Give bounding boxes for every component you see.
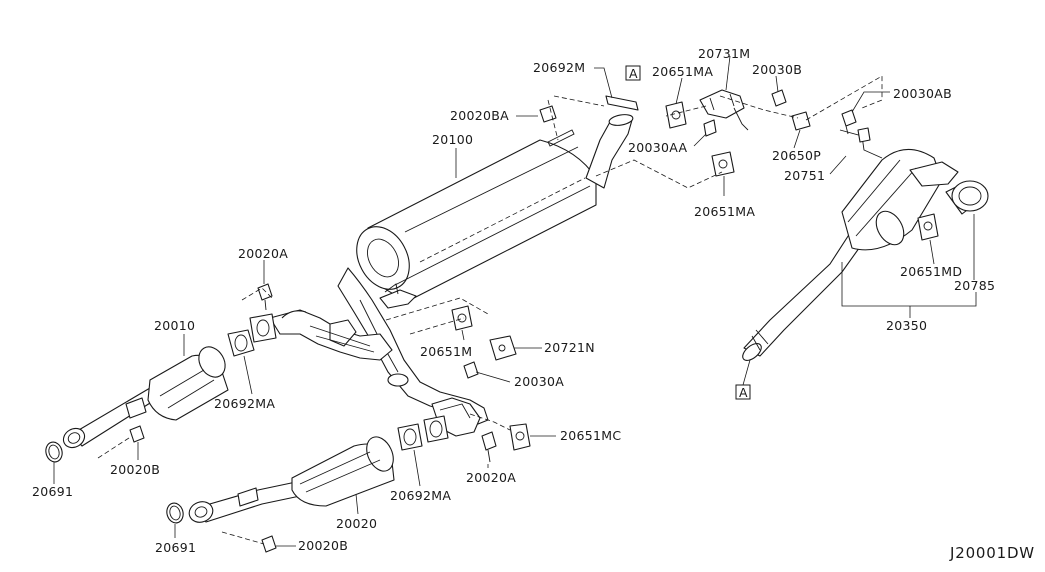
label-20100: 20100 xyxy=(432,132,473,147)
label-20692MA-bottom: 20692MA xyxy=(390,488,451,503)
seal-ring-20691-bottom xyxy=(166,502,184,524)
label-20651MA-top: 20651MA xyxy=(652,64,713,79)
label-20650P: 20650P xyxy=(772,148,821,163)
front-pipe-20020 xyxy=(188,436,395,523)
nut-20020A-top xyxy=(257,283,273,311)
exhaust-tip-20785 xyxy=(945,180,989,215)
label-20010: 20010 xyxy=(154,318,195,333)
ref-mark-a-top: A xyxy=(625,65,641,81)
label-20020BA: 20020BA xyxy=(450,108,509,123)
rubber-mount-20651MC xyxy=(509,423,531,451)
hanger-rod-20751 xyxy=(839,127,883,159)
gasket-20692M xyxy=(605,95,639,111)
label-20731M: 20731M xyxy=(698,46,750,61)
flange-bottom-pipe xyxy=(423,415,449,443)
ref-mark-a-bottom-text: A xyxy=(739,385,748,400)
nut-20020BA xyxy=(539,105,557,123)
label-20691-left: 20691 xyxy=(32,484,73,499)
label-20020A-top: 20020A xyxy=(238,246,288,261)
label-20030A: 20030A xyxy=(514,374,564,389)
rubber-mount-20651MA-top xyxy=(665,101,687,129)
label-20030AA: 20030AA xyxy=(628,140,687,155)
label-20350: 20350 xyxy=(886,318,927,333)
label-20751: 20751 xyxy=(784,168,825,183)
label-20030B: 20030B xyxy=(752,62,802,77)
flange-left-pipe xyxy=(249,313,277,343)
main-muffler-20100 xyxy=(337,114,634,425)
bolt-20030A xyxy=(463,361,479,379)
label-20020: 20020 xyxy=(336,516,377,531)
hanger-bracket-20650P xyxy=(791,111,811,131)
bolt-20020A-bottom xyxy=(481,431,497,463)
ref-mark-a-top-text: A xyxy=(629,66,638,81)
rubber-mount-20651M xyxy=(451,305,473,331)
center-y-pipe xyxy=(269,309,481,437)
label-20020B-bottom: 20020B xyxy=(298,538,348,553)
rubber-mount-20651MA-mid xyxy=(711,151,735,177)
label-20020B-left: 20020B xyxy=(110,462,160,477)
label-20692MA-left: 20692MA xyxy=(214,396,275,411)
label-20030AB: 20030AB xyxy=(893,86,952,101)
rubber-mount-20651MD xyxy=(917,213,939,241)
nut-20020B-bottom xyxy=(261,535,277,553)
gasket-20692MA-bottom xyxy=(397,423,423,451)
leader-lines xyxy=(53,55,977,547)
hanger-bracket-20731M xyxy=(699,89,749,131)
bolt-20030AA xyxy=(703,119,717,137)
ref-mark-a-bottom: A xyxy=(735,359,751,400)
part-labels: 20692M 20731M 20651MA 20030B 20030AB 200… xyxy=(32,46,1035,562)
nut-20020B-left xyxy=(129,425,145,443)
label-20651MD: 20651MD xyxy=(900,264,962,279)
seal-ring-20691-left xyxy=(45,441,63,463)
label-20785: 20785 xyxy=(954,278,995,293)
label-20651MA-mid: 20651MA xyxy=(694,204,755,219)
label-20692M: 20692M xyxy=(533,60,585,75)
label-20691-bottom: 20691 xyxy=(155,540,196,555)
assembly-dashed-lines xyxy=(97,75,883,545)
label-20651MC: 20651MC xyxy=(560,428,621,443)
bolt-20030B xyxy=(771,89,787,107)
rear-muffler-20350 xyxy=(742,148,959,361)
label-20651M: 20651M xyxy=(420,344,472,359)
label-20020A-bottom: 20020A xyxy=(466,470,516,485)
label-20721N: 20721N xyxy=(544,340,595,355)
front-pipe-20010 xyxy=(62,346,229,449)
bolt-20030AB xyxy=(841,109,857,135)
hanger-bracket-20721N xyxy=(489,335,517,361)
gasket-20692MA-left xyxy=(227,329,255,357)
diagram-code: J20001DW xyxy=(949,544,1035,562)
